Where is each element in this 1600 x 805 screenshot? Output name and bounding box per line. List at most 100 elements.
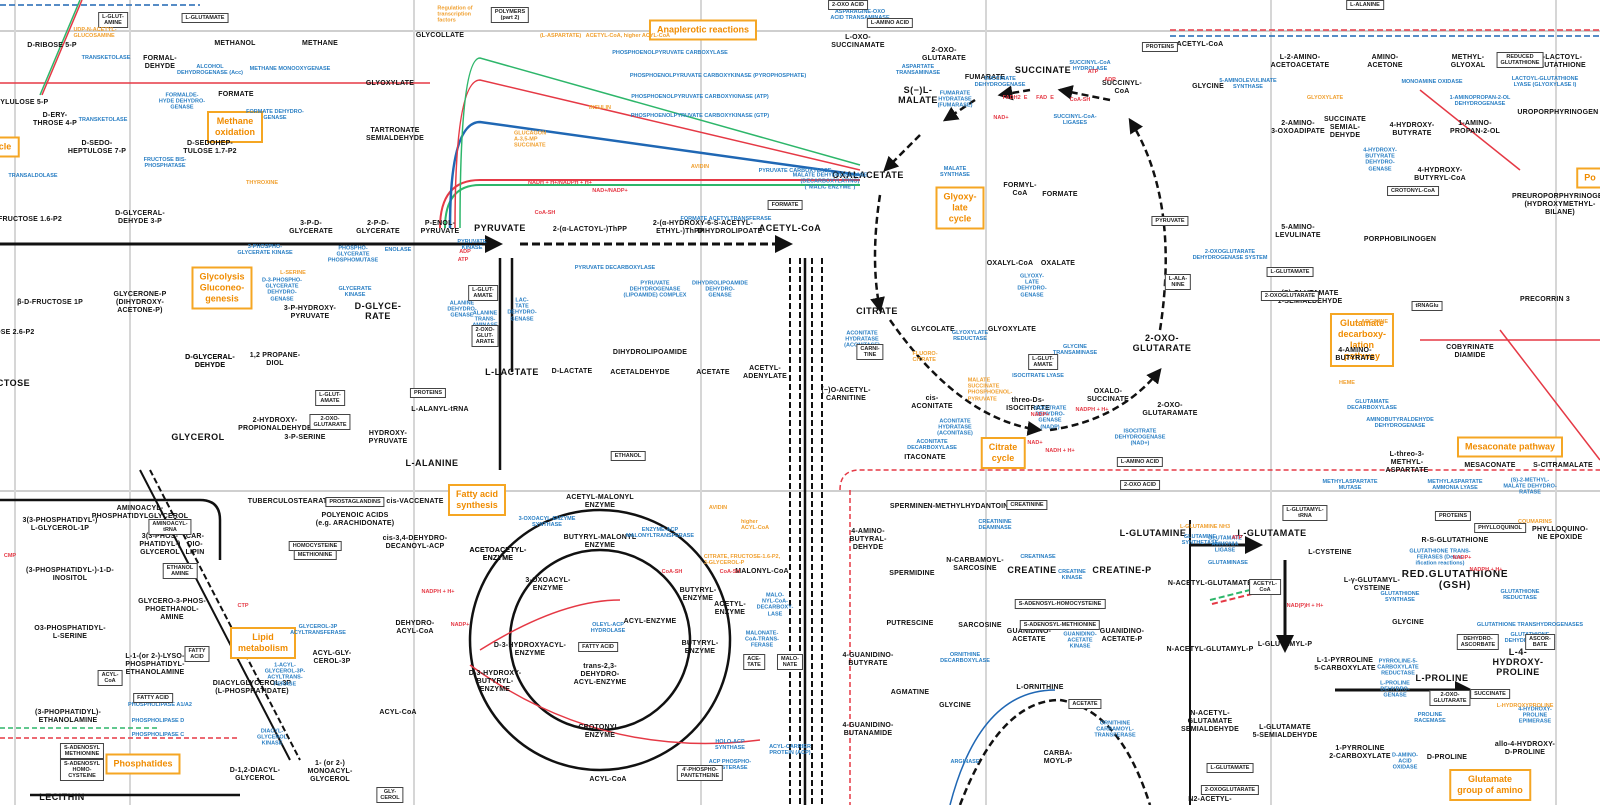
compound-box: PROTEINS [409,388,447,398]
metabolite-label: L-LACTATE [485,367,539,377]
compound-box: L-AMINO ACID [1116,457,1164,467]
metabolite-label: L-threo-3- METHYL- ASPARTATE [1385,451,1429,474]
compound-box: ACETYL- CoA [1249,579,1281,595]
metabolite-label: AMINO- ACETONE [1367,54,1403,69]
metabolite-label: 4-AMINO- BUTYRATE [1335,347,1375,362]
metabolite-label: L-CYSTEINE [1308,549,1352,556]
grid-line [700,0,702,805]
compound-box: FATTY ACID [184,646,210,662]
enzyme-label: ORNITHINE DECARBOXYLASE [940,651,990,664]
compound-box: ETHANOL [610,451,646,461]
metabolite-label: L-1-PYRROLINE 5-CARBOXYLATE [1314,657,1376,672]
metabolite-label: CROTONYL- ENZYME [578,724,622,739]
regulator-label: CITRATE, FRUCTOSE-1.6-P2, 3-GLYCEROL-P [703,553,781,566]
cofactor-label: NADPH + H+ [1075,406,1109,413]
metabolite-label: 3(3-PHOSPHATIDYL-) L-GLYCEROL-1P [22,517,98,532]
metabolite-label: 1-PYRROLINE 2-CARBOXYLATE [1329,745,1391,760]
metabolite-label: POLYENOIC ACIDS (e.g. ARACHIDONATE) [315,512,395,527]
metabolite-label: METHANE [301,40,339,47]
compound-box: S-ADENOSYL-HOMOCYSTEINE [1014,599,1106,609]
metabolite-label: L-γ-GLUTAMYL- CYSTEINE [1343,577,1401,592]
metabolite-label: 4-HYDROXY- BUTYRATE [1389,122,1435,137]
enzyme-label: GLUTATHIONE SYNTHASE [1380,590,1420,603]
enzyme-label: ASPARTATE TRANSAMINASE [895,63,941,76]
regulator-label: Regulation of transcription factors [437,5,473,25]
metabolite-label: N-CARBAMOYL- SARCOSINE [946,557,1004,572]
metabolite-label: PUTRESCINE [886,620,934,627]
regulator-label: (L-ASPARTATE) ACETYL-CoA, higher ACYL-Co… [539,32,671,39]
compound-box: SUCCINATE [1470,689,1510,699]
cofactor-label: NAD+/NADP+ [592,187,628,194]
metabolite-label: β-D-FRUCTOSE 1P [17,299,83,306]
metabolite-label: R-S-GLUTATHIONE [1421,537,1489,544]
section-label: Citrate cycle [980,437,1026,469]
metabolite-label: AMINOACYL- PHOSPHATIDYLGLYCEROL [91,505,189,520]
enzyme-label: MALATE SYNTHASE [940,165,970,178]
metabolite-label: GLYCEROL [171,432,225,442]
compound-box: CREATININE [1006,500,1048,510]
metabolite-label: D-ERY- THROSE 4-P [32,112,78,127]
regulator-label: L-GLUTAMINE NH3 [1179,523,1231,530]
metabolite-label: SUCCINATE SEMIAL- DEHYDE [1323,116,1367,139]
metabolite-label: HYDROXY- PYRUVATE [368,430,408,445]
cofactor-label: ADP [1104,76,1116,83]
section-label: Glutamate group of amino [1449,769,1531,801]
metabolite-label: D-PROLINE [1426,754,1468,761]
metabolite-label: GUANIDINO- ACETATE-P [1099,628,1145,643]
regulator-label: GLUCAGON A-3,5-MP SUCCINATE [513,130,547,150]
enzyme-label: METHANE MONOOXYGENASE [249,65,331,72]
enzyme-label: PHOSPHOENOLPYRUVATE CARBOXYKINASE (PYROP… [629,72,807,79]
enzyme-label: OLEYL-ACP HYDROLASE [590,621,626,634]
grid-line [0,490,1600,492]
metabolite-label: L-4- HYDROXY- PROLINE [1492,647,1544,677]
enzyme-label: GLUTAMINASE [1208,559,1248,566]
cofactor-label: NADH + H+ [1045,447,1075,454]
enzyme-label: (S)-2-METHYL- MALATE DEHYDRO- RATASE [1503,477,1557,497]
metabolite-label: ACETOACETYL- ENZYME [469,547,527,562]
metabolite-label: D-GLYCE- RATE [354,301,402,321]
metabolite-label: D-LACTATE [551,368,593,375]
metabolite-label: DEHYDRO- ACYL-CoA [395,620,435,635]
enzyme-label: GLUTAMATE DECARBOXYLASE [1347,398,1397,411]
metabolite-label: SUCCINATE [1014,65,1072,75]
compound-box: 2-OXOGLUTARATE [1200,785,1260,795]
metabolite-label: FUMARATE [964,74,1006,81]
compound-box: L-GLUTAMYL- tRNA [1282,505,1328,521]
metabolite-label: BUTYRYL-MALONYL ENZYME [563,534,637,549]
metabolite-label: CTOSE 2.6-P2 [0,329,35,336]
grid-line [0,30,1600,32]
cofactor-label: ATP [1087,68,1099,75]
metabolite-label: D-1,2-DIACYL- GLYCEROL [229,767,281,782]
enzyme-label: PHOSPHO- GLYCERATE PHOSPHOMUTASE [327,245,379,265]
enzyme-label: SUCCINYL-CoA HYDROLASE [1069,59,1111,72]
compound-box: L-ALANINE [1346,0,1384,10]
compound-box: S-ADENOSYL-METHIONINE [1019,620,1101,630]
enzyme-label: PYRROLINE-5- CARBOXYLATE REDUCTASE [1377,658,1419,678]
enzyme-label: ACP PHOSPHO- DIESTERASE [708,758,752,771]
metabolite-label: D-3-HYDROXYACYL- ENZYME [493,642,567,657]
regulator-label: UDP-N-ACETYL- GLUCOSAMINE [73,26,117,39]
metabolite-label: 4-HYDROXY- BUTYRYL-CoA [1414,167,1466,182]
metabolite-label: L-2-AMINO- ACETOACETATE [1270,54,1330,69]
metabolite-label: OXALO- SUCCINATE [1086,388,1130,403]
compound-box: ACYL- CoA [97,670,123,686]
metabolite-label: D-GLYCERAL- DEHYDE 3-P [115,210,165,225]
enzyme-label: 3-PHOSPHO- GLYCERATE KINASE [237,243,293,256]
compound-box: FATTY ACID [578,642,618,652]
compound-box: 2-OXOGLUTARATE [1260,291,1320,301]
metabolite-label: ACETOACETYL- ENZYME [469,547,527,562]
metabolite-label: ACYL-ENZYME [623,618,677,625]
metabolite-label: L-ALANYL-tRNA [411,406,469,413]
regulator-label: INSULIN [589,104,611,111]
enzyme-label: ISOCITRATE DEHYDROGENASE (NAD+) [1114,428,1166,448]
enzyme-label: LAC- TATE DEHYDRO- GENASE [507,297,537,323]
cofactor-label: NADP+ [1452,554,1472,561]
enzyme-label: GLUTATHIONE REDUCTASE [1500,588,1540,601]
cofactor-label: ADP [459,248,471,255]
metabolite-label: SPERMIDINE [889,570,935,577]
metabolite-label: N-ACETYL-GLUTAMATE [1167,580,1253,587]
compound-box: MALO- NATE [776,654,804,670]
metabolite-label: MALONYL-CoA [735,568,789,575]
metabolite-label: 3-OXOACYL- ENZYME [525,577,571,592]
regulator-label: FLUORO- CITRATE [912,350,938,363]
